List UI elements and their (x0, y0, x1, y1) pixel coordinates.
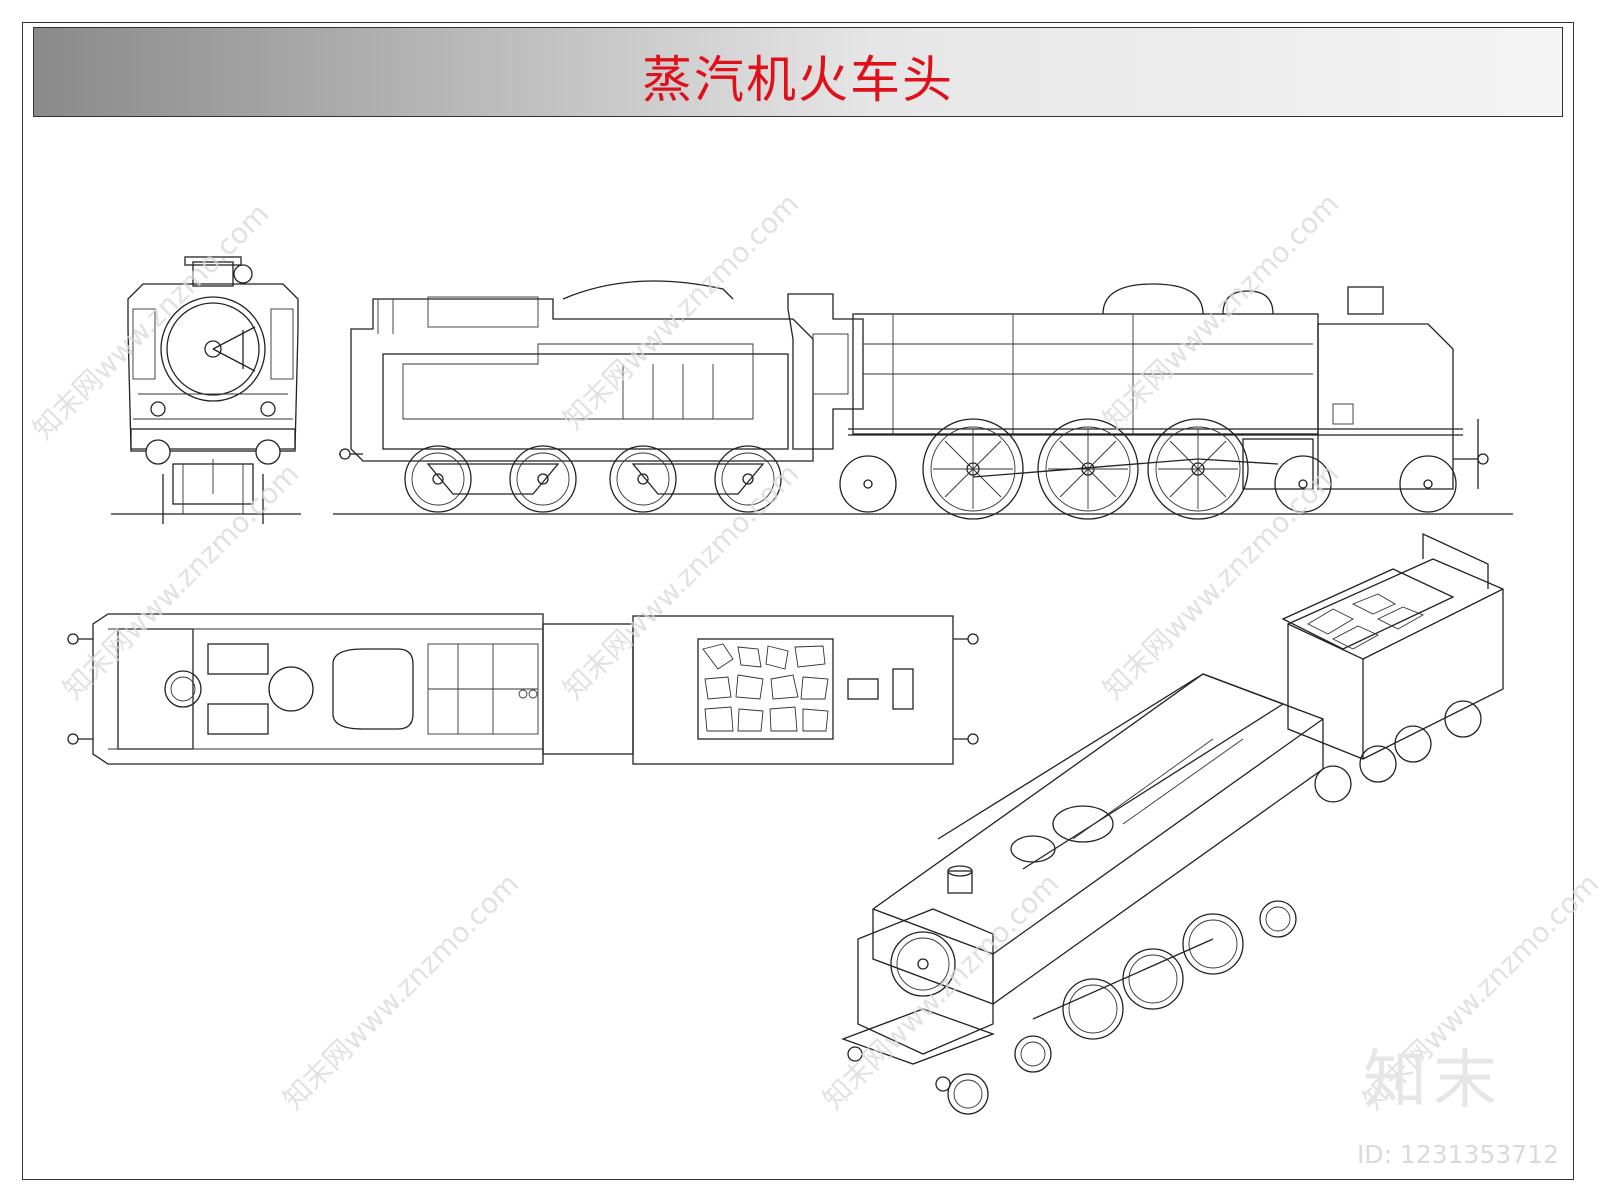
locomotive-drawings (67, 256, 1513, 1115)
side-elevation (333, 280, 1513, 520)
front-view (111, 256, 301, 524)
page-title: 蒸汽机火车头 (642, 51, 954, 109)
drawing-area: 知末网www.znzmo.com 知末网www.znzmo.com 知末网www… (27, 119, 1600, 1159)
title-bar: 蒸汽机火车头 (33, 27, 1563, 117)
brand-logo: 知末 (1363, 1044, 1503, 1118)
top-plan (67, 613, 979, 765)
drawing-sheet: 蒸汽机火车头 (22, 22, 1600, 1180)
image-id-label: ID: 1231353712 (1356, 1140, 1559, 1169)
isometric-view (841, 532, 1504, 1115)
